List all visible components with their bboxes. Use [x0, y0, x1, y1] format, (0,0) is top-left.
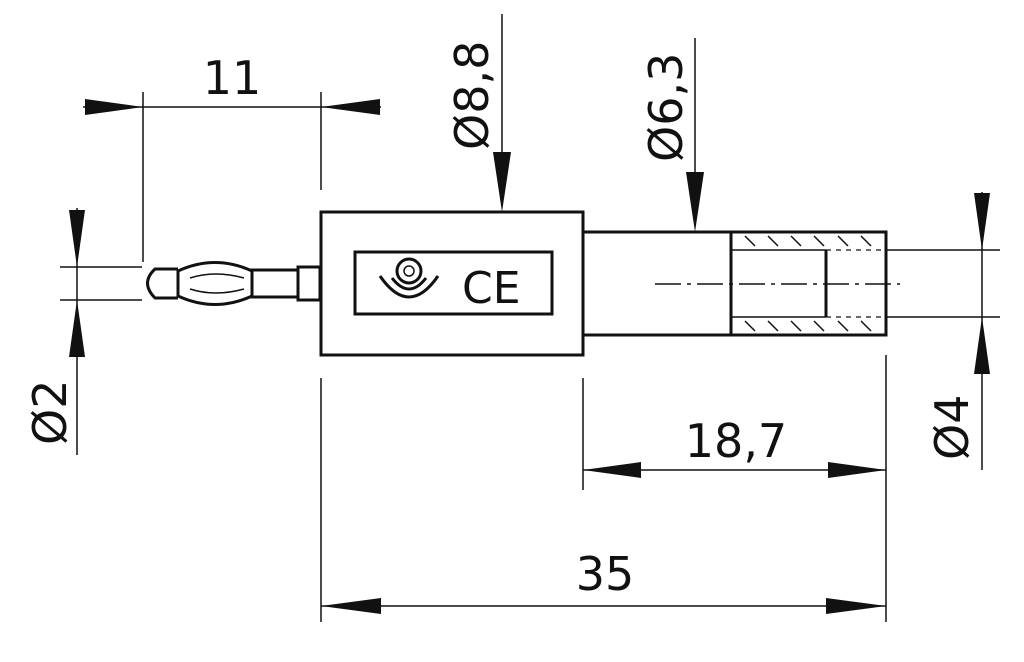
dim-body-diameter: Ø8,8	[445, 14, 511, 212]
dim-sleeve-diameter: Ø6,3	[639, 38, 704, 232]
ce-mark: CE	[462, 263, 521, 314]
dim-bore-diameter-label: Ø4	[925, 395, 979, 460]
dim-tip-diameter: Ø2	[23, 208, 142, 455]
sleeve	[581, 230, 900, 337]
dim-tip-diameter-label: Ø2	[23, 380, 77, 445]
manufacturer-logo	[378, 257, 440, 299]
dim-bore-diameter: Ø4	[886, 192, 1000, 470]
dim-tip-length-label: 11	[203, 51, 262, 105]
dim-sleeve-length: 18,7	[582, 355, 887, 622]
dim-total-length-label: 35	[576, 547, 635, 601]
dim-tip-length: 11	[83, 51, 381, 262]
dim-sleeve-length-label: 18,7	[685, 414, 787, 468]
banana-pin	[146, 261, 322, 306]
plug-body: CE	[319, 210, 585, 357]
dim-sleeve-diameter-label: Ø6,3	[639, 53, 693, 162]
dim-body-diameter-label: Ø8,8	[445, 41, 499, 150]
dim-total-length: 35	[320, 378, 886, 622]
